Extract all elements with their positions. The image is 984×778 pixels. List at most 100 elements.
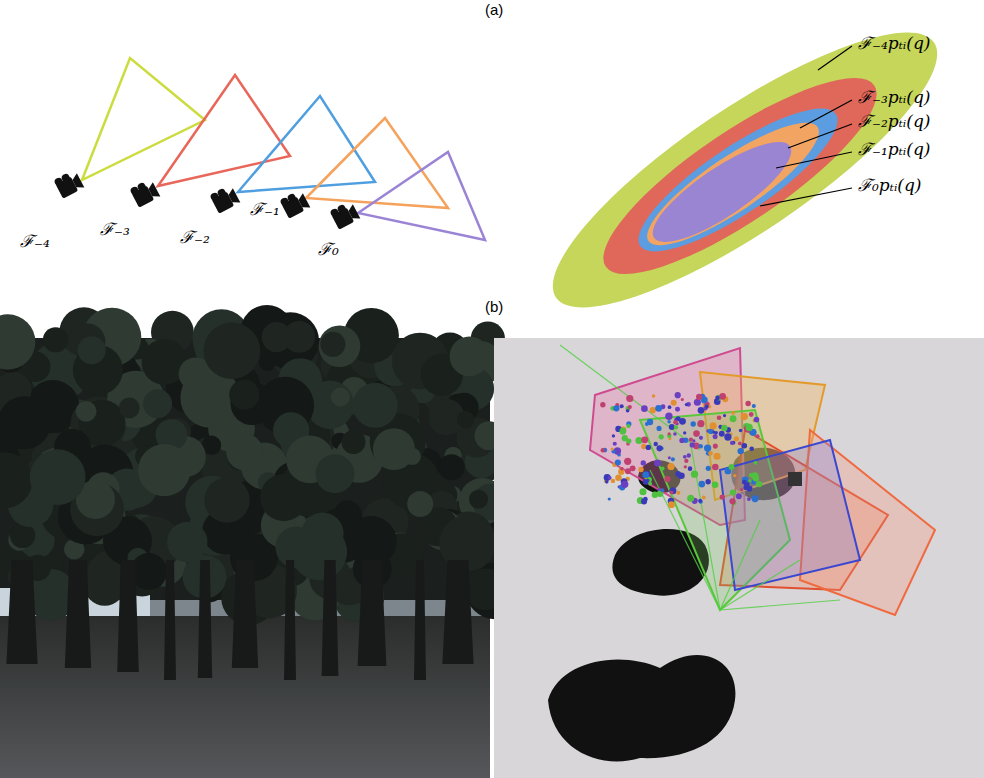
map-point [615, 459, 621, 465]
map-point [622, 435, 628, 441]
map-point [673, 420, 678, 425]
map-point [643, 479, 649, 485]
frustum [306, 118, 448, 208]
map-point [690, 421, 695, 426]
foliage [331, 388, 350, 407]
map-point [601, 448, 605, 452]
map-point [721, 425, 727, 431]
map-point [687, 453, 691, 457]
map-point [717, 415, 722, 420]
covariance-ellipse [633, 105, 832, 264]
foliage [226, 433, 263, 470]
foliage [78, 336, 106, 364]
camera-reel [286, 193, 297, 204]
camera-lens [227, 188, 241, 205]
map-point [730, 415, 737, 422]
map-point [642, 471, 649, 478]
map-point [620, 404, 624, 408]
map-point [667, 463, 674, 470]
map-point [650, 407, 656, 413]
map-point [676, 491, 680, 495]
map-point [660, 488, 664, 492]
map-point [639, 488, 646, 495]
covariance-ellipse [581, 48, 900, 304]
map-point [710, 422, 717, 429]
map-point [670, 491, 674, 495]
map-point [692, 439, 695, 442]
map-point [754, 461, 758, 465]
foliage [43, 327, 68, 352]
map-point [748, 479, 751, 482]
map-point [699, 500, 703, 504]
foliage [84, 565, 125, 606]
view-background [494, 338, 984, 778]
map-point [668, 501, 675, 508]
map-point [645, 422, 649, 426]
map-point [668, 432, 671, 435]
map-point [741, 413, 748, 420]
camera-icon [279, 189, 310, 219]
map-point [736, 493, 742, 499]
tree-trunk [198, 560, 212, 678]
leader-line [776, 152, 852, 168]
map-point [699, 444, 703, 448]
map-point [698, 481, 705, 488]
map-point [693, 430, 700, 437]
map-point [638, 467, 643, 472]
tree-trunk [442, 560, 473, 664]
leader-line [788, 124, 852, 148]
distribution-label: ℱ₋₁pₜᵢ(q) [858, 140, 930, 160]
map-point [620, 467, 623, 470]
foliage [346, 516, 397, 567]
frame-label: ℱ₋₂ [180, 228, 210, 248]
map-point [679, 438, 684, 443]
map-point [690, 442, 695, 447]
map-point [713, 444, 718, 449]
map-point [705, 405, 709, 409]
foliage [320, 332, 345, 357]
map-point [720, 494, 725, 499]
foliage [450, 337, 490, 377]
map-point [731, 411, 735, 415]
map-point [684, 465, 687, 468]
map-point [626, 409, 630, 413]
map-point [729, 464, 735, 470]
map-point [691, 471, 698, 478]
map-point [654, 459, 661, 466]
map-point [715, 396, 720, 401]
map-point [723, 414, 726, 417]
foliage [469, 490, 488, 509]
map-point [685, 403, 688, 406]
map-point [687, 495, 694, 502]
map-point [661, 467, 665, 471]
map-point [688, 466, 693, 471]
foliage [439, 454, 465, 480]
map-point [600, 402, 605, 407]
camera-reel [60, 173, 71, 184]
map-point [745, 424, 752, 431]
foliage [291, 524, 347, 580]
foliage [262, 322, 292, 352]
map-point [613, 442, 617, 446]
tree-trunk [284, 560, 296, 680]
tree-trunk [117, 560, 139, 672]
map-point [705, 479, 710, 484]
frame-label: ℱ₋₁ [250, 200, 280, 220]
foliage [259, 355, 276, 372]
map-point [747, 497, 751, 501]
map-point [659, 434, 664, 439]
camera-reel [136, 182, 147, 193]
view-ray [720, 560, 800, 610]
map-point [648, 482, 652, 486]
map-point [699, 436, 703, 440]
foliage [229, 380, 259, 410]
map-point [630, 465, 636, 471]
map-point [724, 433, 731, 440]
foliage [30, 449, 86, 505]
covariance-ellipse [521, 0, 968, 349]
tree-trunk [358, 560, 387, 666]
map-point [671, 457, 675, 461]
camera-lens [347, 204, 361, 221]
